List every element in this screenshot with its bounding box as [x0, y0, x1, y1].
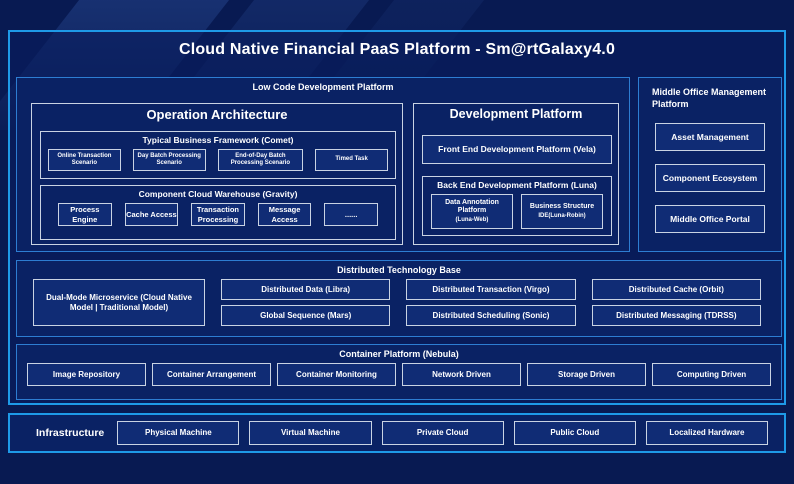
ellipsis-box: ......	[324, 203, 378, 226]
low-code-development-platform-section: Low Code Development Platform Operation …	[16, 77, 630, 252]
middle-office-management-platform-section: Middle Office Management Platform Asset …	[638, 77, 782, 252]
virtual-machine-box: Virtual Machine	[249, 421, 372, 445]
business-structure-ide-box: Business Structure IDE(Luna-Robin)	[521, 194, 603, 229]
back-end-items: Data Annotation Platform (Luna-Web) Busi…	[423, 190, 611, 229]
distributed-cache-box: Distributed Cache (Orbit)	[591, 279, 761, 300]
storage-driven-box: Storage Driven	[527, 363, 646, 386]
localized-hardware-box: Localized Hardware	[645, 421, 768, 445]
cache-access-box: Cache Access	[124, 203, 179, 226]
message-access-box: Message Access	[257, 203, 312, 226]
middle-office-section-title: Middle Office Management Platform	[652, 87, 767, 110]
network-driven-box: Network Driven	[402, 363, 521, 386]
typical-business-framework-box: Typical Business Framework (Comet) Onlin…	[40, 131, 396, 179]
back-end-development-platform-box: Back End Development Platform (Luna) Dat…	[422, 176, 612, 236]
typical-business-framework-items: Online Transaction Scenario Day Batch Pr…	[41, 145, 395, 171]
platform-diagram-frame: Cloud Native Financial PaaS Platform - S…	[8, 30, 786, 405]
image-repository-box: Image Repository	[27, 363, 146, 386]
front-end-development-platform-box: Front End Development Platform (Vela)	[422, 135, 612, 164]
infrastructure-items: Physical Machine Virtual Machine Private…	[117, 421, 784, 445]
container-platform-title: Container Platform (Nebula)	[339, 349, 459, 359]
data-annotation-platform-label: Data Annotation Platform	[445, 198, 499, 215]
end-of-day-batch-processing-scenario-box: End-of-Day Batch Processing Scenario	[217, 149, 304, 171]
distributed-scheduling-box: Distributed Scheduling (Sonic)	[406, 305, 576, 326]
computing-driven-box: Computing Driven	[652, 363, 771, 386]
day-batch-processing-scenario-box: Day Batch Processing Scenario	[132, 149, 206, 171]
development-platform-title: Development Platform	[449, 107, 583, 121]
page-title: Cloud Native Financial PaaS Platform - S…	[178, 41, 616, 58]
back-end-development-platform-title: Back End Development Platform (Luna)	[437, 180, 597, 190]
distributed-data-box: Distributed Data (Libra)	[221, 279, 391, 300]
infrastructure-title: Infrastructure	[36, 427, 105, 439]
global-sequence-box: Global Sequence (Mars)	[221, 305, 391, 326]
distributed-technology-base-section: Distributed Technology Base Dual-Mode Mi…	[16, 260, 782, 337]
dual-mode-microservice-box: Dual-Mode Microservice (Cloud Native Mod…	[33, 279, 205, 326]
online-transaction-scenario-box: Online Transaction Scenario	[48, 149, 121, 171]
business-structure-ide-label: Business Structure	[529, 202, 595, 210]
component-cloud-warehouse-title: Component Cloud Warehouse (Gravity)	[138, 189, 298, 199]
public-cloud-box: Public Cloud	[513, 421, 636, 445]
low-code-section-title: Low Code Development Platform	[252, 82, 394, 92]
distributed-technology-base-title: Distributed Technology Base	[337, 265, 461, 275]
operation-architecture-box: Operation Architecture Typical Business …	[31, 103, 403, 245]
infrastructure-section: Infrastructure Physical Machine Virtual …	[8, 413, 786, 453]
container-arrangement-box: Container Arrangement	[152, 363, 271, 386]
process-engine-box: Process Engine	[58, 203, 112, 226]
middle-office-portal-box: Middle Office Portal	[655, 205, 765, 234]
asset-management-box: Asset Management	[655, 123, 765, 152]
container-platform-items: Image Repository Container Arrangement C…	[17, 359, 781, 386]
component-cloud-warehouse-items: Process Engine Cache Access Transaction …	[41, 199, 395, 226]
distributed-technology-items: Dual-Mode Microservice (Cloud Native Mod…	[17, 275, 781, 326]
transaction-processing-box: Transaction Processing	[191, 203, 245, 226]
data-annotation-platform-sublabel: (Luna-Web)	[455, 217, 489, 223]
operation-architecture-title: Operation Architecture	[146, 107, 288, 122]
physical-machine-box: Physical Machine	[117, 421, 240, 445]
data-annotation-platform-box: Data Annotation Platform (Luna-Web)	[431, 194, 513, 229]
business-structure-ide-sublabel: IDE(Luna-Robin)	[538, 212, 586, 219]
typical-business-framework-title: Typical Business Framework (Comet)	[142, 135, 294, 145]
component-ecosystem-box: Component Ecosystem	[655, 164, 765, 193]
component-cloud-warehouse-box: Component Cloud Warehouse (Gravity) Proc…	[40, 185, 396, 240]
container-monitoring-box: Container Monitoring	[277, 363, 396, 386]
private-cloud-box: Private Cloud	[381, 421, 504, 445]
container-platform-section: Container Platform (Nebula) Image Reposi…	[16, 344, 782, 400]
timed-task-box: Timed Task	[315, 149, 388, 171]
distributed-messaging-box: Distributed Messaging (TDRSS)	[591, 305, 761, 326]
development-platform-box: Development Platform Front End Developme…	[413, 103, 619, 245]
distributed-transaction-box: Distributed Transaction (Virgo)	[406, 279, 576, 300]
